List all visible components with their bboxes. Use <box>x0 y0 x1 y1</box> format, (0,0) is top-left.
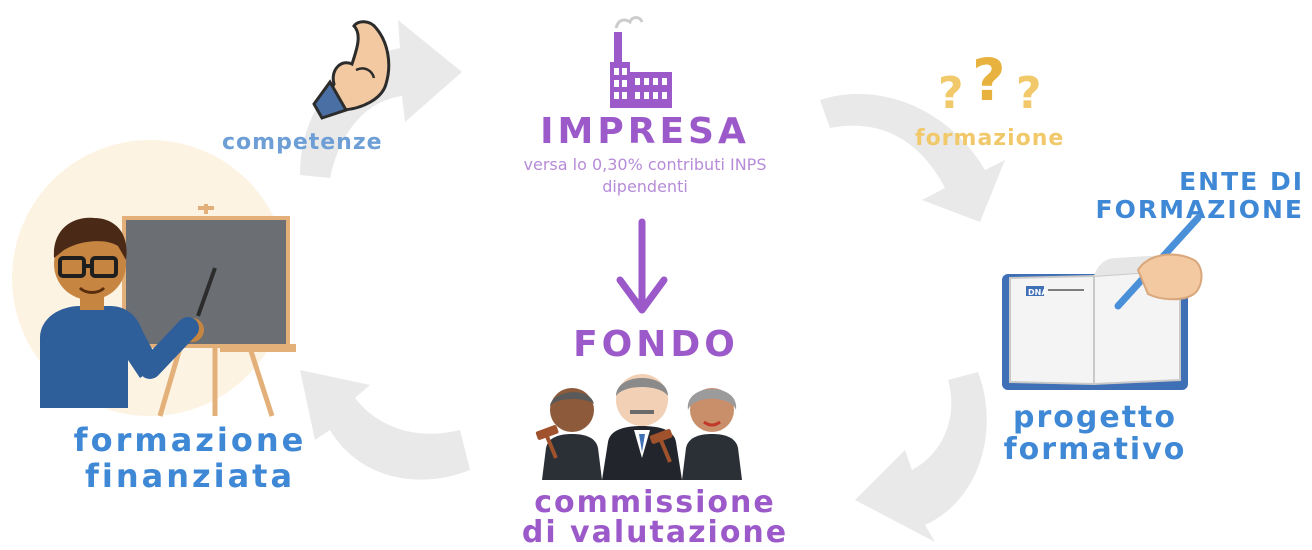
impresa-node: IMPRESA versa lo 0,30% contributi INPS d… <box>470 110 820 198</box>
impresa-subtitle-line2: dipendenti <box>602 177 688 196</box>
progetto-line1: progetto <box>1013 400 1177 435</box>
commissione-node: commissione di valutazione <box>480 488 830 548</box>
ente-line1: ENTE DI <box>1179 167 1304 196</box>
commissione-line1: commissione <box>534 485 776 520</box>
formazione-finanziata-node: formazione finanziata <box>40 422 340 494</box>
down-arrow-icon <box>616 218 668 314</box>
finanziata-line2: finanziata <box>84 457 296 495</box>
commissione-line2: di valutazione <box>521 515 789 550</box>
progetto-line2: formativo <box>1003 432 1187 467</box>
arrow-bottom-left <box>300 370 470 480</box>
svg-text:?: ? <box>938 68 964 119</box>
ente-line2: FORMAZIONE <box>1095 195 1304 224</box>
impresa-subtitle-line1: versa lo 0,30% contributi INPS <box>523 155 767 174</box>
factory-icon <box>610 16 672 108</box>
ente-di-formazione-node: ENTE DI FORMAZIONE <box>1096 168 1305 224</box>
arrow-top-left <box>300 20 462 178</box>
finanziata-line1: formazione <box>73 421 307 459</box>
competenze-label: competenze <box>222 130 383 155</box>
impresa-title: IMPRESA <box>540 111 750 152</box>
question-marks-icon: ? ? ? <box>938 46 1042 119</box>
arrow-top-right <box>820 93 1005 222</box>
book-logo-text: DNA <box>1028 288 1048 297</box>
arrow-bottom-right <box>855 372 987 542</box>
svg-text:?: ? <box>972 46 1006 114</box>
teacher-at-board-icon <box>12 140 296 417</box>
svg-text:?: ? <box>1016 68 1042 119</box>
progetto-formativo-node: progetto formativo <box>980 402 1210 466</box>
flexed-biceps-icon <box>312 20 391 120</box>
book-with-pen-icon: DNA <box>1002 214 1203 390</box>
judges-icon <box>535 374 742 480</box>
fondo-label: FONDO <box>573 324 739 365</box>
formazione-label: formazione <box>915 126 1065 151</box>
